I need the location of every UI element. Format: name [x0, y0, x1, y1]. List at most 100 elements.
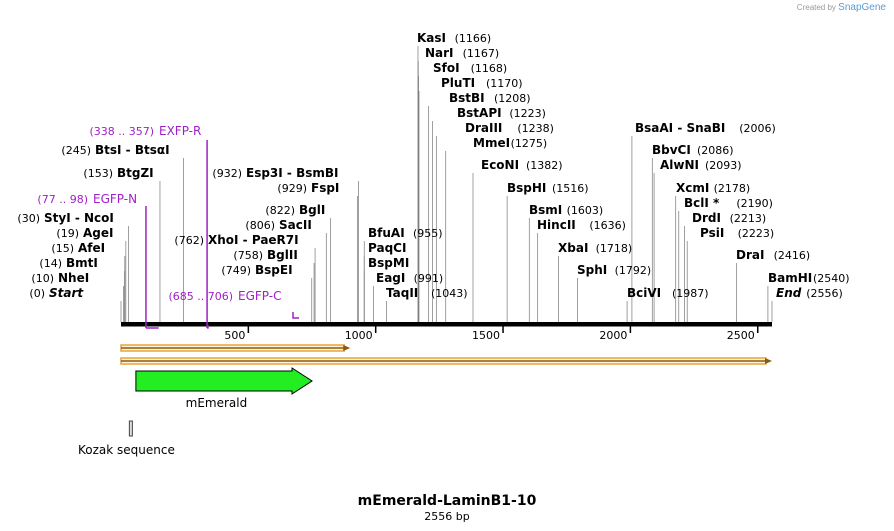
site-pos-nhei: (10): [31, 272, 54, 285]
site-name-btgzi: BtgZI: [117, 166, 154, 180]
site-pos-bamhi: (2540): [813, 272, 850, 285]
site-name-alwni: AlwNI: [660, 158, 699, 172]
site-name-start: Start: [49, 286, 84, 300]
ruler-label: 2000: [599, 329, 627, 342]
primer-name-egfp-c: EGFP-C: [238, 289, 281, 303]
site-pos-start: (0): [29, 287, 45, 300]
site-name-hincii: HincII: [537, 218, 576, 232]
primer-name-egfp-n: EGFP-N: [93, 192, 137, 206]
site-pos-alwni: (2093): [705, 159, 742, 172]
site-pos-bcivi: (1987): [672, 287, 709, 300]
site-name-bamhi: BamHI: [768, 271, 812, 285]
site-name-paqci: PaqCI: [368, 241, 406, 255]
site-name-drai: DraI: [736, 248, 764, 262]
site-name-kasi: KasI: [417, 31, 446, 45]
site-pos-bbvci: (2086): [697, 144, 734, 157]
site-name-bstapi: BstAPI: [457, 106, 502, 120]
site-name-bbvci: BbvCI: [652, 143, 691, 157]
ruler-label: 1500: [472, 329, 500, 342]
site-name-psii: PsiI: [700, 226, 724, 240]
site-pos-bspei: (749): [221, 264, 251, 277]
site-pos-kasi: (1166): [455, 32, 492, 45]
site-pos-eagi: (991): [414, 272, 444, 285]
site-name-styi-ncoi: StyI - NcoI: [44, 211, 114, 225]
snapgene-logo: SnapGene: [838, 2, 886, 13]
site-name-bstbi: BstBI: [449, 91, 485, 105]
site-pos-afei: (15): [51, 242, 74, 255]
site-name-btsi-bts-i: BtsI - BtsαI: [95, 143, 170, 157]
primer-name-exfp-r: EXFP-R: [159, 124, 201, 138]
site-name-nhei: NheI: [58, 271, 89, 285]
site-name-eagi: EagI: [376, 271, 405, 285]
site-pos-sphi: (1792): [615, 264, 652, 277]
orf-arrowhead: [343, 345, 351, 351]
feature-label-kozak: Kozak sequence: [78, 443, 175, 457]
site-name-draiii: DraIII: [465, 121, 502, 135]
site-pos-drai: (2416): [774, 249, 811, 262]
primer-range-egfp-n: (77 .. 98): [37, 193, 88, 206]
site-pos-bfuai: (955): [413, 227, 443, 240]
ruler-label: 1000: [345, 329, 373, 342]
site-pos-bstbi: (1208): [494, 92, 531, 105]
backbone: [121, 322, 772, 327]
site-name-bcli-: BclI *: [684, 196, 720, 210]
site-pos-xhoi-paer7i: (762): [174, 234, 204, 247]
site-name-end: End: [776, 286, 802, 300]
orf-arrowhead: [765, 358, 772, 364]
site-name-bsphi: BspHI: [507, 181, 546, 195]
site-name-xcmi: XcmI: [676, 181, 709, 195]
site-name-bspmi: BspMI: [368, 256, 409, 270]
site-name-agei: AgeI: [83, 226, 113, 240]
ruler-label: 2500: [727, 329, 755, 342]
site-pos-econi: (1382): [526, 159, 563, 172]
site-name-drdi: DrdI: [692, 211, 721, 225]
site-name-bgli: BglI: [299, 203, 325, 217]
site-name-sphi: SphI: [577, 263, 607, 277]
site-pos-nari: (1167): [463, 47, 500, 60]
site-name-sacii: SacII: [279, 218, 312, 232]
site-pos-pluti: (1170): [486, 77, 523, 90]
site-pos-esp3i-bsmbi: (932): [212, 167, 242, 180]
site-pos-bglii: (758): [233, 249, 263, 262]
site-name-xhoi-paer7i: XhoI - PaeR7I: [208, 233, 299, 247]
site-name-pluti: PluTI: [441, 76, 475, 90]
site-pos-bstapi: (1223): [509, 107, 546, 120]
site-pos-bsphi: (1516): [552, 182, 589, 195]
plasmid-name: mEmerald-LaminB1-10: [358, 493, 537, 509]
site-name-mmei: MmeI: [473, 136, 510, 150]
site-pos-draiii: (1238): [517, 122, 554, 135]
primer-range-exfp-r: (338 .. 357): [89, 125, 154, 138]
site-pos-bsmi: (1603): [567, 204, 604, 217]
site-pos-styi-ncoi: (30): [17, 212, 40, 225]
feature-label-mEmerald: mEmerald: [186, 396, 248, 410]
site-name-fspi: FspI: [311, 181, 339, 195]
feature-mEmerald-arrow: [135, 367, 313, 395]
site-name-bsaai-snabi: BsaAI - SnaBI: [635, 121, 725, 135]
site-name-bglii: BglII: [267, 248, 298, 262]
credit-prefix: Created by: [796, 3, 836, 12]
site-name-xbai: XbaI: [558, 241, 588, 255]
site-name-nari: NarI: [425, 46, 454, 60]
site-name-afei: AfeI: [78, 241, 105, 255]
site-pos-bsaai-snabi: (2006): [739, 122, 776, 135]
primer-range-egfp-c: (685 .. 706): [168, 290, 233, 303]
site-name-sfoi: SfoI: [433, 61, 460, 75]
site-pos-agei: (19): [56, 227, 79, 240]
site-pos-hincii: (1636): [589, 219, 626, 232]
site-pos-xbai: (1718): [596, 242, 633, 255]
site-pos-drdi: (2213): [730, 212, 767, 225]
site-name-bsmi: BsmI: [529, 203, 562, 217]
primer-arrow-exfp-r: [207, 325, 209, 329]
site-pos-taqii: (1043): [431, 287, 468, 300]
site-pos-end: (2556): [806, 287, 843, 300]
ruler-label: 500: [224, 329, 245, 342]
site-pos-fspi: (929): [277, 182, 307, 195]
site-name-econi: EcoNI: [481, 158, 519, 172]
site-name-bspei: BspEI: [255, 263, 293, 277]
site-name-taqii: TaqII: [386, 286, 418, 300]
site-name-bcivi: BciVI: [627, 286, 661, 300]
site-name-esp3i-bsmbi: Esp3I - BsmBI: [246, 166, 338, 180]
site-pos-bgli: (822): [265, 204, 295, 217]
site-pos-psii: (2223): [738, 227, 775, 240]
